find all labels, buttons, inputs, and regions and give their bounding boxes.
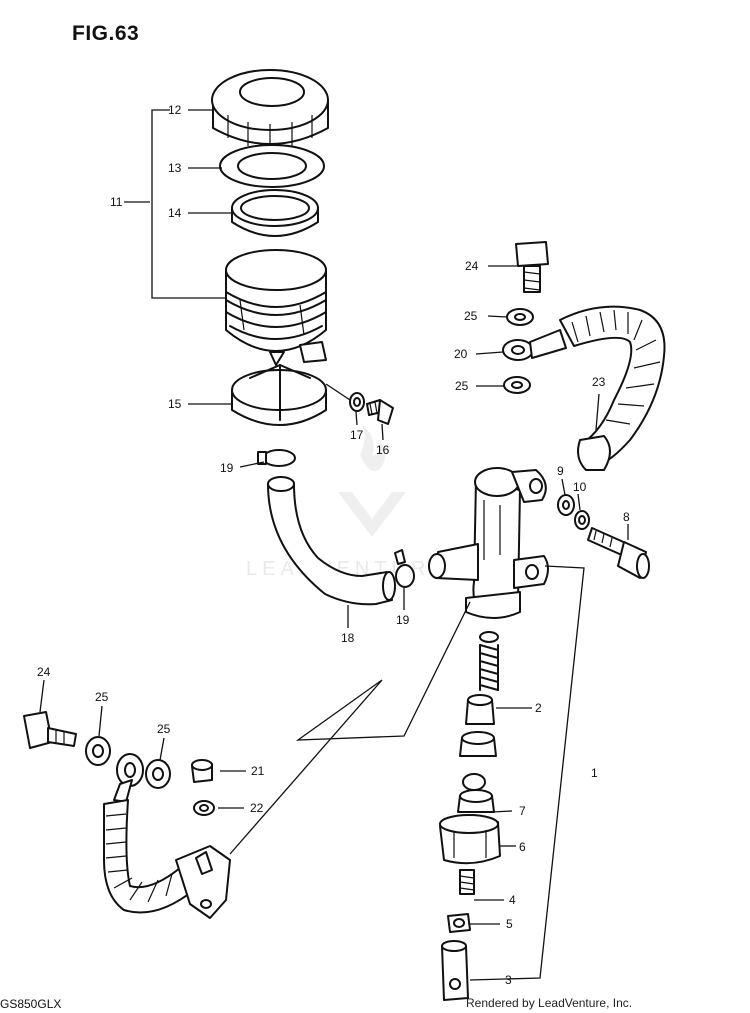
washer-25-lower-right — [145, 759, 171, 789]
master-cylinder-body — [428, 467, 549, 619]
banjo-fitting-20 — [502, 329, 567, 361]
diaphragm — [231, 189, 319, 237]
callout-5: 5 — [506, 917, 513, 931]
hose-clamp-19-upper — [257, 449, 296, 467]
piston-spring — [479, 631, 499, 691]
pushrod-4 — [459, 869, 475, 895]
callout-18: 18 — [341, 631, 355, 645]
callout-24-lower: 24 — [37, 665, 51, 679]
callout-13: 13 — [168, 161, 182, 175]
credit-text: Rendered by LeadVenture, Inc. — [466, 996, 633, 1010]
reservoir-cap — [211, 69, 329, 148]
model-code: GS850GLX — [0, 997, 62, 1011]
callout-11: 11 — [110, 195, 123, 209]
cap-plate — [219, 144, 325, 188]
boot-6 — [439, 814, 501, 865]
callout-19-upper: 19 — [220, 461, 234, 475]
callout-25-upper: 25 — [464, 309, 478, 323]
washer-25-upper — [506, 308, 534, 326]
bolt-8 — [587, 527, 650, 579]
hose-bracket — [175, 845, 231, 919]
piston-cup-2 — [465, 694, 495, 725]
callout-1: 1 — [591, 766, 598, 780]
bolt-21 — [191, 759, 213, 783]
callout-24-upper: 24 — [465, 259, 479, 273]
washer-9 — [557, 494, 575, 516]
callout-3: 3 — [505, 973, 512, 987]
figure-title: FIG.63 — [72, 22, 140, 45]
callout-4: 4 — [509, 893, 516, 907]
callout-25-middle: 25 — [455, 379, 469, 393]
washer-25-lower-left — [85, 736, 111, 766]
callout-25-lower-right: 25 — [157, 722, 171, 736]
reservoir-body — [225, 249, 327, 366]
callout-9: 9 — [557, 464, 564, 478]
callout-22: 22 — [250, 801, 264, 815]
piston — [459, 731, 497, 757]
callout-7: 7 — [519, 804, 526, 818]
brake-hose-lower — [103, 799, 195, 914]
bolt-24-lower — [23, 711, 77, 749]
reservoir-bracket — [231, 364, 327, 426]
circlip-7 — [457, 773, 495, 813]
callout-16: 16 — [376, 443, 390, 457]
callout-20: 20 — [454, 347, 468, 361]
nut-5 — [447, 913, 471, 933]
callout-10: 10 — [573, 480, 587, 494]
break-line — [229, 601, 471, 855]
clevis-3 — [441, 940, 469, 1001]
callout-15: 15 — [168, 397, 182, 411]
callout-12: 12 — [168, 103, 182, 117]
callout-23: 23 — [592, 375, 606, 389]
washer-17 — [349, 392, 365, 412]
callout-14: 14 — [168, 206, 182, 220]
callout-labels: 1 2 3 4 5 6 7 8 9 10 11 12 13 14 15 16 1… — [37, 103, 630, 987]
callout-17: 17 — [350, 428, 364, 442]
callout-21: 21 — [251, 764, 265, 778]
callout-6: 6 — [519, 840, 526, 854]
bolt-16 — [366, 399, 394, 425]
washer-10 — [574, 510, 590, 530]
washer-22 — [193, 800, 215, 816]
hose-clamp-19-lower — [394, 549, 415, 588]
banjo-fitting-lower — [113, 753, 144, 803]
callout-19-lower: 19 — [396, 613, 410, 627]
brake-hose-23 — [559, 305, 666, 471]
callout-2: 2 — [535, 701, 542, 715]
reservoir-hose-18 — [267, 476, 396, 606]
callout-8: 8 — [623, 510, 630, 524]
washer-25-middle — [503, 376, 531, 394]
leader-lines — [39, 109, 629, 981]
bolt-24-upper — [515, 241, 549, 293]
callout-25-lower-left: 25 — [95, 690, 109, 704]
